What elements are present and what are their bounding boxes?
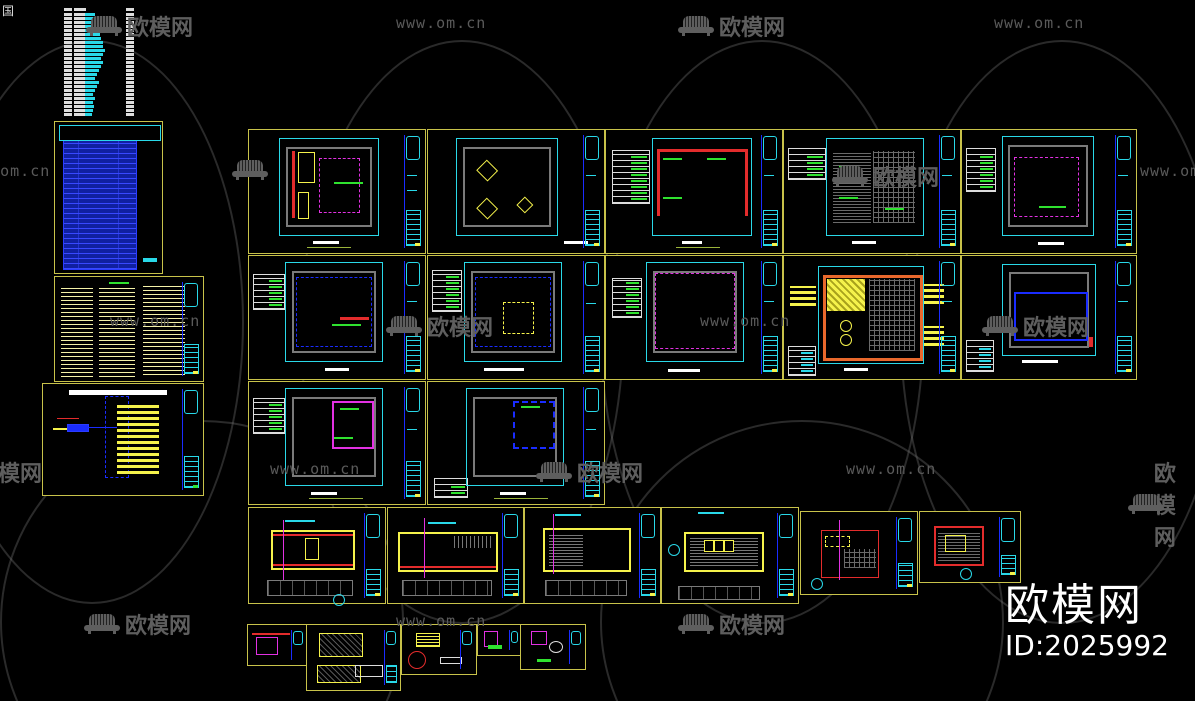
watermark-url: www.om.cn [846,460,937,478]
diagram-title-bar [69,390,167,395]
sofa-icon [676,614,716,634]
sheet-elevation-1[interactable] [248,507,386,606]
sheet-plan-5[interactable] [961,129,1137,254]
drawing-index-list [60,8,145,120]
watermark-url: www.om.cn [0,162,51,180]
sheet-detail-4[interactable] [477,624,521,656]
sheet-elevation-4[interactable] [661,507,799,604]
sheet-detail-1[interactable] [247,624,308,666]
corner-glyph: 国 [2,4,15,18]
sheet-plan-3[interactable] [605,129,783,254]
sheet-elevation-5[interactable] [800,511,918,595]
catalog-stamp [143,258,157,262]
sheet-detail-2[interactable] [306,624,401,691]
sheet-plan-12[interactable] [427,381,605,505]
sofa-icon [1126,494,1164,514]
sheet-elevation-6[interactable] [919,511,1021,583]
sheet-plan-10[interactable] [961,255,1137,380]
watermark-logo: 欧模网 [82,608,191,640]
title-block [182,282,199,376]
sheet-plan-8[interactable] [605,255,783,380]
sheet-plan-9[interactable] [783,255,961,380]
sofa-icon [676,16,716,36]
watermark-url: www.om.cn [994,14,1085,32]
sheet-detail-5[interactable] [520,624,586,670]
id-watermark: 欧模网 ID:2025992 [1005,582,1169,662]
sheet-plan-7[interactable] [427,255,605,380]
sheet-plan-2[interactable] [427,129,605,254]
sheet-elevation-2[interactable] [387,507,524,604]
sheet-detail-3[interactable] [401,624,477,675]
sheet-plan-1[interactable] [248,129,426,254]
watermark-logo: 欧模网 [676,608,785,640]
watermark-logo: 欧模网 [676,10,785,42]
id-logo: 欧模网 [1005,580,1143,631]
id-number: ID:2025992 [1005,629,1169,662]
catalog-header [59,125,161,141]
sheet-system-diagram[interactable] [42,383,204,496]
watermark-url: www.om.cn [396,14,487,32]
watermark-url: www.om.cn [1140,162,1195,180]
title-block [182,389,199,490]
sheet-plan-11[interactable] [248,381,426,505]
sheet-design-notes[interactable] [54,276,204,382]
sheet-elevation-3[interactable] [524,507,661,604]
watermark-logo: 欧模网 [1126,456,1195,552]
watermark-logo: 欧模网 [0,462,43,487]
sofa-icon [82,614,122,634]
catalog-table [63,140,137,270]
sheet-plan-6[interactable] [248,255,426,380]
sheet-catalog[interactable] [54,121,163,274]
sheet-plan-4[interactable] [783,129,961,254]
